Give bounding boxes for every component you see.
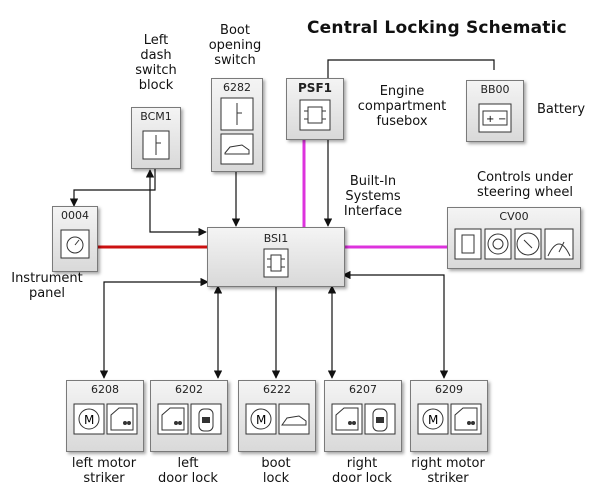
module-cv00[interactable]: CV00 [447,207,581,269]
m6208-label-line: left motor [71,456,137,471]
m0004-label: Instrument panel [6,271,88,301]
m6207-label-line: right [346,456,378,471]
bsi1-label-line: Built-In [349,174,397,189]
module-0004[interactable]: 0004 [52,206,98,272]
module-code: 6207 [349,383,377,396]
m6209-label-line: right motor [411,456,485,471]
motor-striker-icon: M [417,403,482,435]
m6282-label-line: Boot [220,23,250,38]
m6207-label: right door lock [318,456,406,486]
module-code: BB00 [480,83,510,96]
m6222-label-line: lock [262,471,290,486]
battery-icon: + − [478,103,512,133]
m6202-label-line: door lock [158,471,218,486]
door-lock-icon [157,403,222,435]
boot-lock-icon: M [245,403,310,435]
m6209-label: right motor striker [400,456,496,486]
wire-bb00-bsi [323,59,495,227]
psf1-label-line: Engine [379,84,425,99]
m6202-label-line: left [177,456,199,471]
m6208-label: left motor striker [58,456,150,486]
module-code: 6209 [435,383,463,396]
m6202-label: left door lock [144,456,232,486]
module-code: 6222 [263,383,291,396]
door-lock-icon [331,403,396,435]
svg-text:M: M [84,413,94,427]
module-6208[interactable]: 6208 M [66,380,144,452]
module-code: PSF1 [298,81,332,95]
module-code: 6208 [91,383,119,396]
bcm1-label-line: switch [135,63,177,78]
module-psf1[interactable]: PSF1 [286,78,344,140]
m6207-label-line: door lock [332,471,392,486]
module-bcm1[interactable]: BCM1 [131,107,181,169]
module-6222[interactable]: 6222 M [238,380,316,452]
module-6202[interactable]: 6202 [150,380,228,452]
bcm1-label: Left dash switch block [132,33,180,93]
wire-bcm1-bsi [145,169,207,237]
m0004-label-line: Instrument [11,271,83,286]
module-code: 6282 [223,81,251,94]
boot-switch-icon [220,97,254,165]
gauge-icon [60,229,90,259]
m0004-label-line: panel [28,286,66,301]
module-code: CV00 [499,210,529,223]
svg-text:−: − [498,114,506,125]
m6282-label: Boot opening switch [201,23,269,68]
bsi1-label-line: Systems [345,189,401,204]
bb00-label: Battery [536,102,586,117]
diagram-title: Central Locking Schematic [307,18,567,38]
svg-text:M: M [256,413,266,427]
module-6209[interactable]: 6209 M [410,380,488,452]
m6222-label-line: boot [261,456,291,471]
module-bb00[interactable]: BB00 + − [466,80,524,142]
module-code: BCM1 [140,110,172,123]
module-code: 0004 [61,209,89,222]
module-bsi1[interactable]: BSI1 [207,227,345,287]
m6222-label: boot lock [238,456,314,486]
motor-striker-icon: M [73,403,138,435]
fuse-icon [299,99,331,131]
module-code: BSI1 [263,232,289,245]
module-6282[interactable]: 6282 [211,78,263,172]
bsi1-label-line: Interface [343,204,403,219]
m6209-label-line: striker [427,471,469,486]
bcm1-label-line: block [138,78,174,93]
cv00-label-line: steering wheel [477,185,573,200]
ecu-icon [263,248,289,278]
psf1-label-line: fusebox [376,114,428,129]
cv00-label: Controls under steering wheel [470,170,580,200]
wire-bsi-6209 [342,270,449,379]
m6282-label-line: opening [208,38,262,53]
bsi1-label: Built-In Systems Interface [332,174,414,219]
m6208-label-line: striker [83,471,125,486]
bcm1-label-line: Left [143,33,169,48]
switch-icon [142,130,170,160]
wire-bsi-6208 [99,277,209,379]
svg-text:+: + [486,114,494,125]
m6282-label-line: switch [214,53,256,68]
cv00-label-line: Controls under [477,170,573,185]
bcm1-label-line: dash [140,48,172,63]
steering-controls-icon [454,228,574,260]
psf1-label: Engine compartment fusebox [354,84,450,129]
module-code: 6202 [175,383,203,396]
module-6207[interactable]: 6207 [324,380,402,452]
psf1-label-line: compartment [357,99,447,114]
svg-text:M: M [428,413,438,427]
